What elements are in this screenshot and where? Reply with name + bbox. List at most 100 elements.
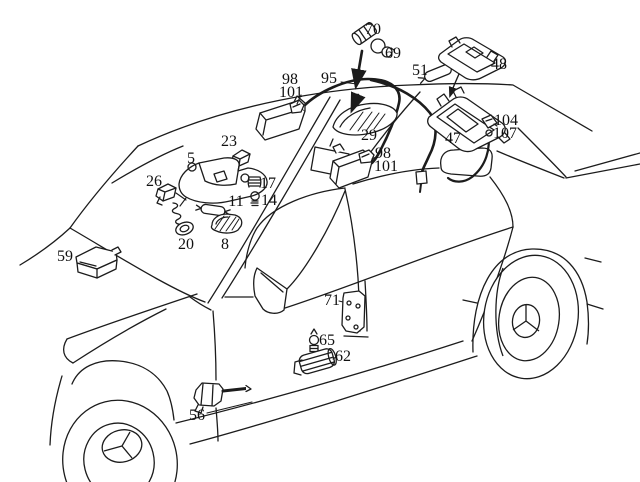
hood-line-1 (66, 293, 198, 340)
part-56-door-contact-switch (193, 382, 252, 414)
leader-95 (340, 81, 358, 85)
cowl-line (69, 227, 206, 303)
part-98-101-connector-front (289, 99, 305, 114)
a-pillar-outer (207, 96, 331, 304)
part-26-bracket (155, 183, 177, 206)
beltline-rear (352, 167, 440, 185)
part-104-107-connector (481, 114, 498, 129)
leader-104-107 (493, 123, 498, 127)
parts (75, 22, 511, 414)
leader-lines (175, 81, 498, 414)
hood-line-3 (189, 296, 212, 311)
part-number-labels: 70 69 95 98 101 48 51 29 47 104 107 98 1… (57, 21, 518, 424)
part-label-5: 5 (187, 150, 195, 167)
front-door-edge-upper (212, 310, 217, 381)
pointer-arrows (350, 49, 460, 114)
hood-front-edge (62, 338, 74, 364)
part-label-23: 23 (221, 133, 237, 150)
front-rim (83, 422, 155, 482)
part-label-20: 20 (178, 236, 194, 253)
part-5-overhead-console (178, 157, 268, 204)
rear-rim (497, 276, 561, 362)
part-label-98-rear: 98 (375, 145, 391, 162)
part-62-door-lamp (293, 347, 337, 376)
part-71-mounting-plate (341, 290, 369, 338)
leader-console (179, 197, 187, 207)
part-70-bulb-socket (351, 22, 378, 46)
part-label-95: 95 (321, 70, 337, 87)
door-handle-dash (462, 299, 478, 304)
part-8-lens (210, 213, 243, 234)
part-label-70: 70 (365, 21, 381, 38)
part-label-8: 8 (221, 236, 229, 253)
part-label-29: 29 (361, 127, 377, 144)
leader-26 (175, 192, 187, 201)
part-label-62: 62 (335, 348, 351, 365)
part-label-104: 104 (494, 112, 518, 129)
part-label-59: 59 (57, 248, 73, 265)
part-label-107: 107 (493, 125, 517, 142)
rocker-top (175, 340, 464, 424)
part-label-56: 56 (189, 407, 205, 424)
parcel-line (496, 150, 565, 179)
part-69-bulb (370, 38, 395, 58)
door-mirror-inner-line (260, 272, 284, 293)
rear-window-edge (517, 127, 567, 178)
harness-main-wire (302, 77, 401, 165)
far-a-pillar (69, 145, 139, 229)
hood-line-2 (72, 308, 167, 364)
body-crease-line (284, 226, 514, 309)
front-wheel (62, 399, 178, 482)
part-20-screw (171, 202, 194, 236)
rear-mercedes-star-icon (512, 305, 540, 332)
front-wheel-arch (71, 360, 175, 421)
rocker-bottom (189, 355, 478, 445)
part-label-47: 47 (445, 130, 461, 147)
rearview-mirror-stem (329, 138, 334, 147)
leader-71 (338, 300, 344, 303)
body-dash-1 (584, 257, 602, 263)
front-fender-line (19, 227, 71, 266)
arrow-bulb-to-harness (351, 49, 367, 90)
part-label-51: 51 (412, 62, 428, 79)
part-label-101-rear: 101 (374, 158, 398, 175)
part-label-69: 69 (385, 45, 401, 62)
door-gap-line-2 (364, 280, 368, 332)
front-mercedes-star-icon (103, 431, 133, 459)
rear-wheel-arch (472, 248, 590, 353)
c-pillar (489, 176, 514, 228)
part-label-14: 14 (261, 192, 277, 209)
trunk-line-1 (565, 163, 640, 179)
trunk-line-2 (574, 152, 640, 172)
arrow-housing-to-lamp (448, 73, 460, 98)
windshield-header (111, 145, 184, 184)
part-label-17: 17 (260, 175, 276, 192)
leader-62 (332, 356, 337, 360)
part-label-98-front: 98 (282, 71, 298, 88)
rear-rim-arc (495, 267, 504, 357)
door-window-sill (286, 190, 346, 290)
part-14-bulb (250, 191, 260, 207)
part-label-48: 48 (491, 56, 507, 73)
part-17-bulb-socket (247, 176, 262, 188)
a-pillar-inner (221, 99, 341, 299)
car-body-outline (19, 82, 640, 446)
front-bumper-edge (49, 375, 63, 446)
leader-98-101-rear (371, 156, 377, 160)
part-48-dome-lamp-housing (437, 36, 507, 81)
part-47-dome-lamp (427, 86, 511, 153)
beltline-front (244, 187, 346, 269)
door-mirror (253, 267, 288, 314)
part-label-101-front: 101 (279, 84, 303, 101)
part-label-71: 71 (324, 292, 340, 309)
part-label-11: 11 (228, 193, 243, 210)
part-65-bulb (308, 328, 320, 353)
leader-98-101-front (296, 94, 302, 105)
arrow-to-lens (350, 91, 366, 114)
body-dash-2 (586, 303, 604, 310)
part-59-lamp-unit (75, 246, 122, 279)
leader-56 (206, 401, 253, 414)
part-label-26: 26 (146, 173, 162, 190)
